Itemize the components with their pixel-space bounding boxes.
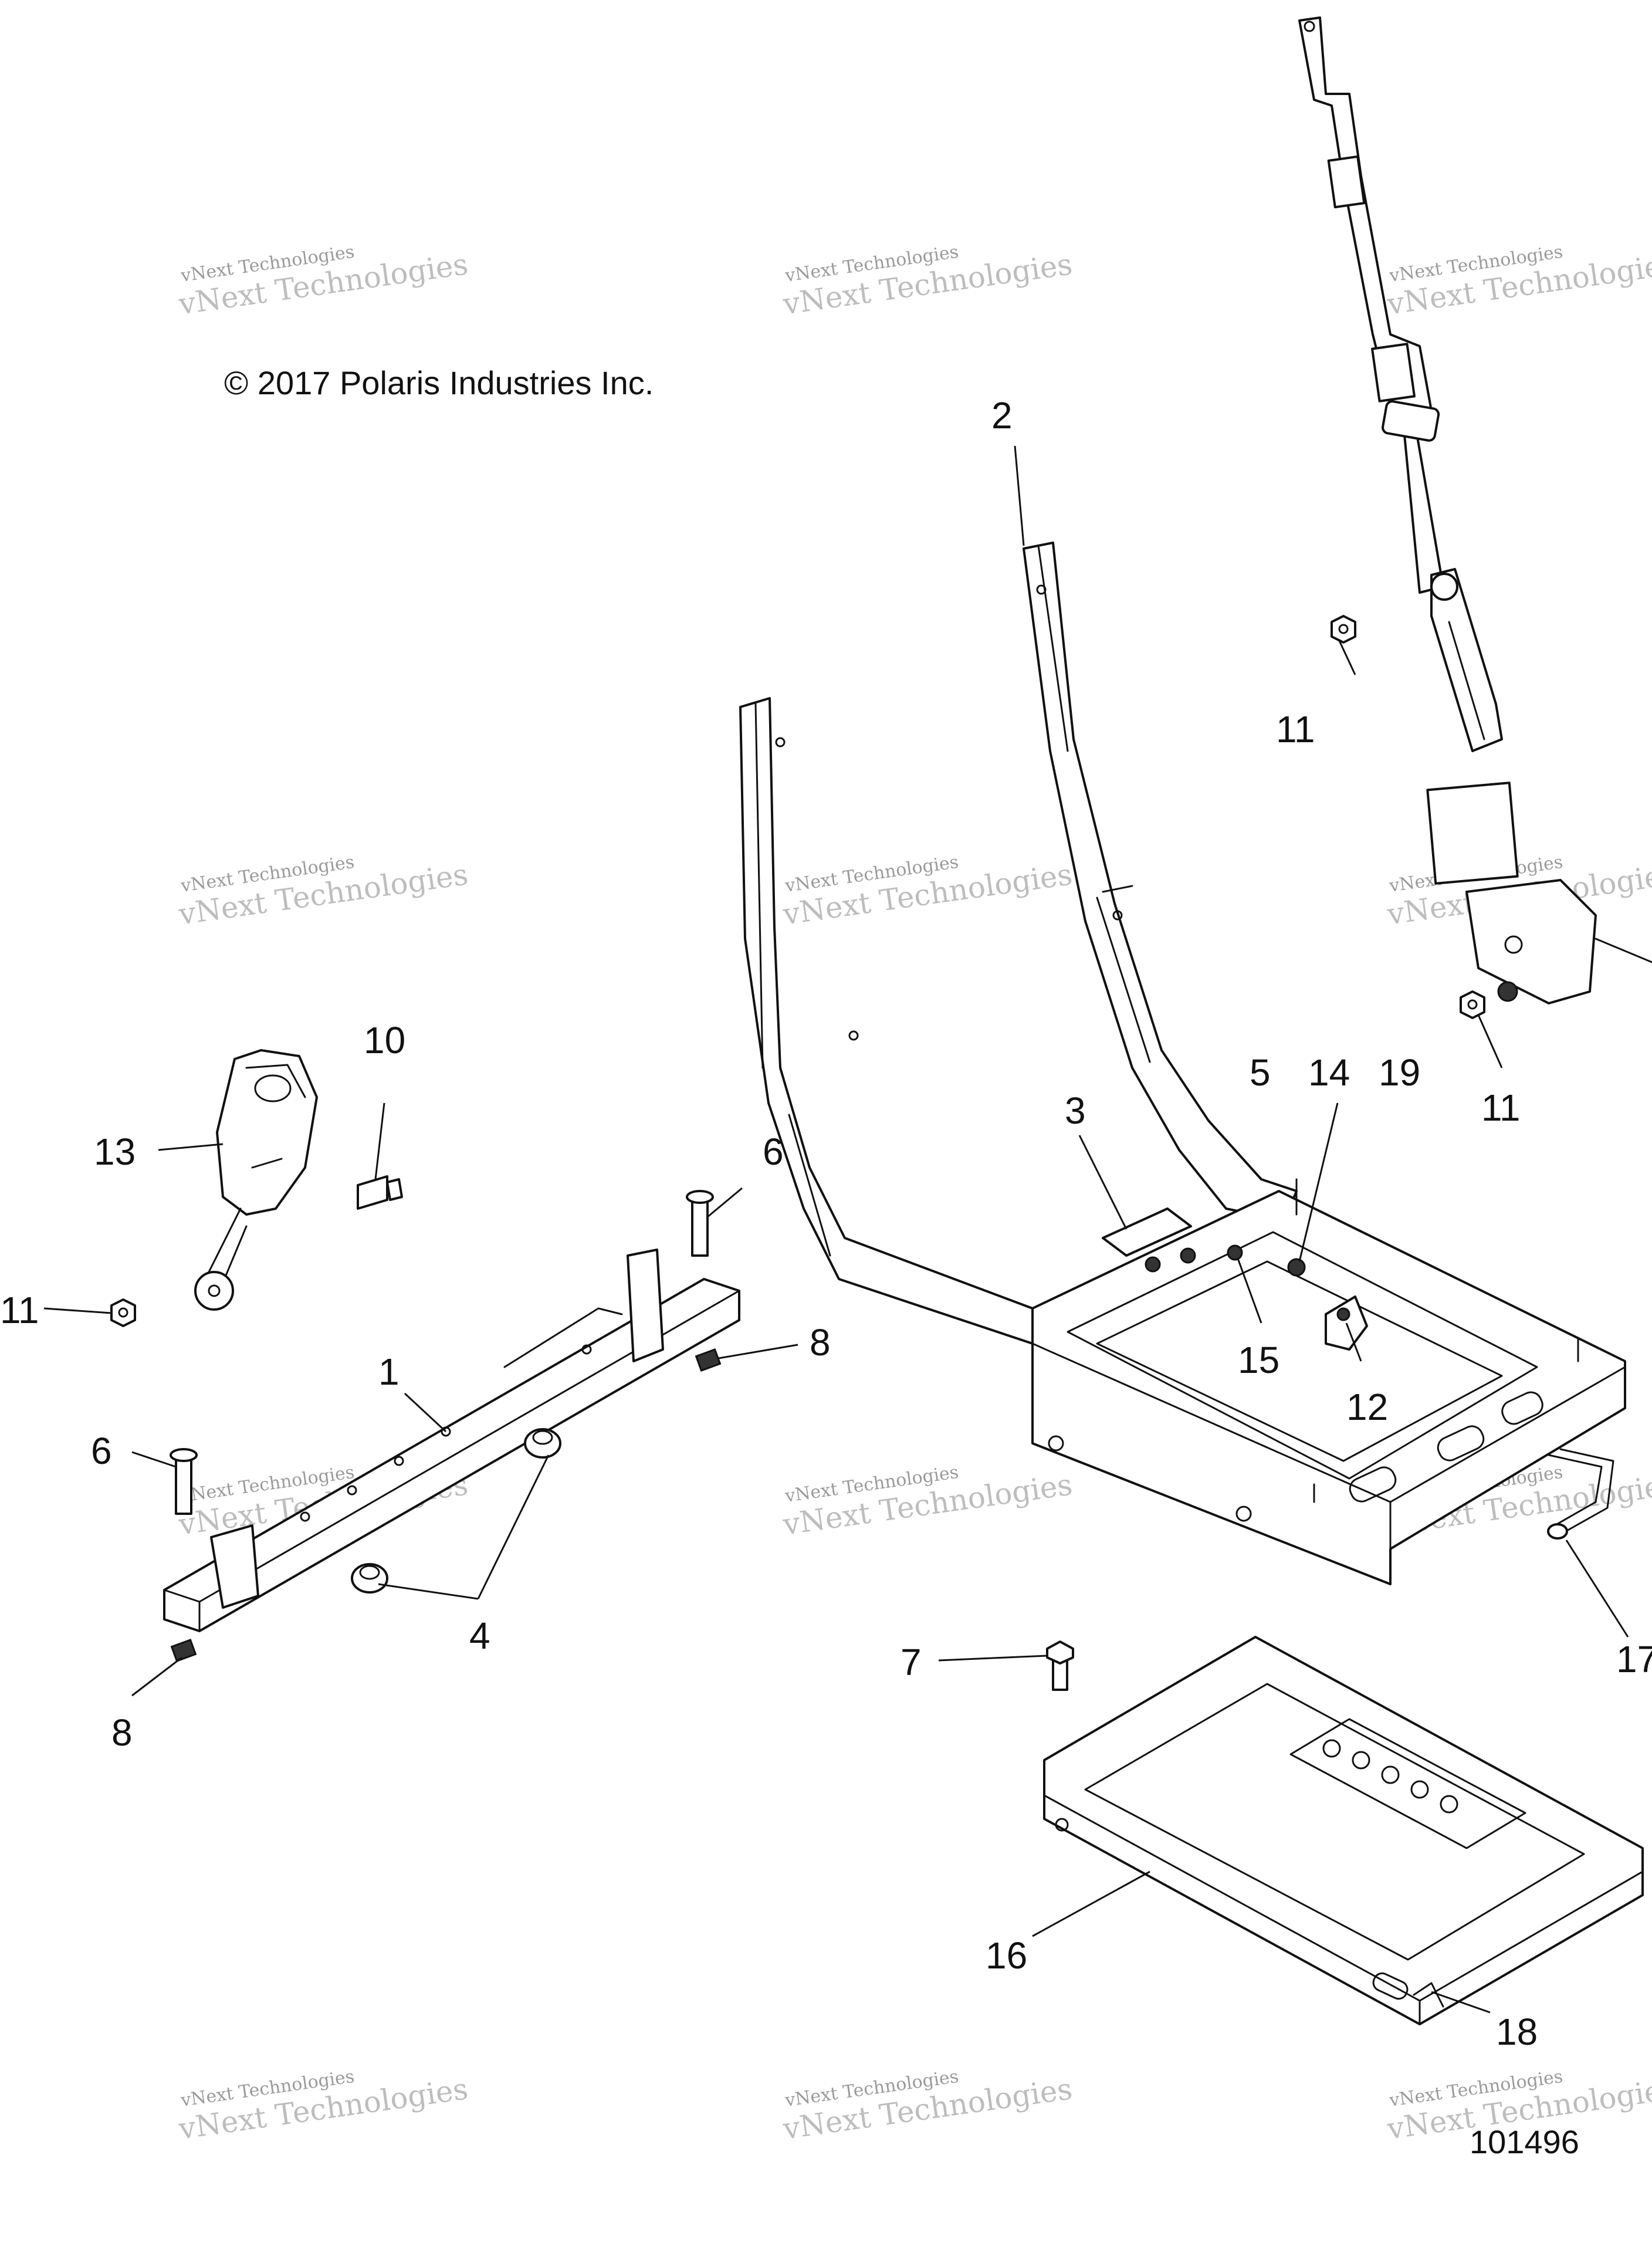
part-15-bolt (1227, 1244, 1243, 1261)
callout-12: 12 (1346, 1386, 1388, 1428)
part-4-nut-b (351, 1563, 388, 1594)
callout-19: 19 (1379, 1051, 1420, 1094)
callout-7: 7 (901, 1641, 922, 1683)
watermark: vNext Technologies vNext Technologies (1384, 242, 1652, 322)
callout-10: 10 (364, 1019, 405, 1061)
callout-6: 6 (91, 1430, 112, 1472)
watermark: vNext Technologies vNext Technologies (780, 1462, 1074, 1542)
part-8-clip-b (170, 1639, 197, 1662)
watermark: vNext Technologies vNext Technologies (176, 242, 470, 322)
callout-15: 15 (1238, 1339, 1279, 1381)
watermark: vNext Technologies vNext Technologies (176, 852, 470, 932)
part-14-nut (1287, 1258, 1306, 1277)
watermark: vNext Technologies vNext Technologies (780, 242, 1074, 322)
part-5-seat-base (1031, 1178, 1626, 1585)
callout-4: 4 (469, 1615, 490, 1657)
watermark: vNext Technologies vNext Technologies (176, 2066, 470, 2146)
part-6-bolt-b (170, 1448, 198, 1515)
part-4-nut-a (524, 1428, 561, 1459)
callout-16: 16 (986, 1934, 1027, 1977)
part-16-slider-base (1043, 1636, 1644, 2025)
part-6-bolt-a (686, 1190, 714, 1257)
watermark: vNext Technologies vNext Technologies (780, 852, 1074, 932)
part-3-bracket (1102, 1207, 1196, 1273)
part-1-rail (163, 1249, 740, 1632)
callout-11: 11 (1276, 708, 1315, 750)
part-17-handle (1547, 1448, 1614, 1540)
part-7-bolt (1046, 1640, 1074, 1691)
callout-labels: 2 3 5 14 19 11 11 15 12 17 7 16 18 10 13… (0, 394, 1652, 2053)
callout-8: 8 (111, 1711, 133, 1754)
callout-11: 11 (0, 1289, 39, 1331)
part-11-nut-a (1331, 615, 1356, 644)
callout-3: 3 (1065, 1090, 1086, 1132)
part-10-bolt (357, 1175, 403, 1210)
callout-13: 13 (94, 1131, 136, 1173)
callout-2: 2 (991, 394, 1013, 437)
callout-18: 18 (1496, 2011, 1538, 2053)
callout-5: 5 (1250, 1051, 1271, 1094)
watermark: vNext Technologies vNext Technologies (780, 2066, 1074, 2146)
part-2-seat-frame (739, 542, 1298, 1345)
part-11-nut-c (110, 1298, 136, 1327)
part-11-nut-b (1460, 990, 1485, 1019)
part-13-buckle (194, 1049, 318, 1311)
callout-14: 14 (1308, 1051, 1350, 1094)
part-18-rail (1413, 1982, 1444, 2008)
callout-17: 17 (1616, 1638, 1652, 1680)
callout-1: 1 (378, 1351, 400, 1393)
seat-belt-assembly (1298, 16, 1652, 1004)
figure-id: 101496 (1470, 2123, 1579, 2160)
callout-6: 6 (763, 1131, 784, 1173)
callout-11: 11 (1481, 1087, 1520, 1129)
copyright-text: © 2017 Polaris Industries Inc. (224, 364, 654, 401)
leader-lines (43, 445, 1629, 2014)
part-8-clip-a (695, 1348, 722, 1372)
callout-8: 8 (810, 1321, 831, 1364)
